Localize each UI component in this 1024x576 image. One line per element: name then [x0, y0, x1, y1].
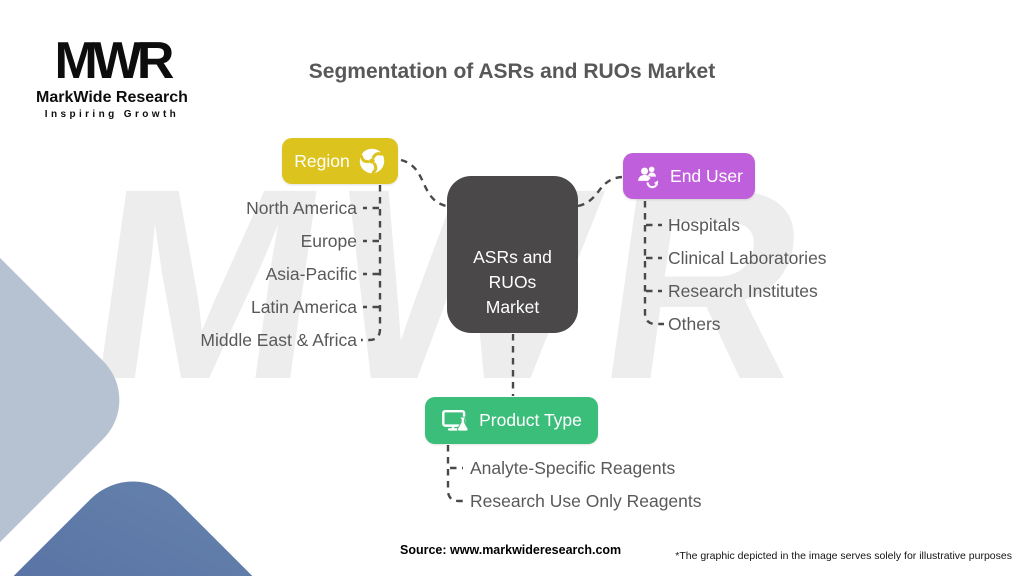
connector-enduser-spine	[643, 201, 664, 326]
product-type-label: Product Type	[479, 410, 582, 430]
disclaimer-note: *The graphic depicted in the image serve…	[675, 550, 1012, 562]
logo-name: MarkWide Research	[36, 88, 188, 106]
source-credit: Source: www.markwideresearch.com	[400, 543, 622, 557]
markwide-logo: MWR MarkWide Research Inspiring Growth	[30, 34, 194, 120]
logo-tagline: Inspiring Growth	[44, 108, 180, 120]
region-item-list: North America Europe Asia-Pacific Latin …	[200, 192, 357, 357]
central-market-label: ASRs and RUOs Market	[473, 247, 552, 317]
connector-region-spine	[361, 185, 382, 342]
end-user-label: End User	[670, 165, 743, 186]
connector-product-spine	[446, 445, 464, 503]
list-item: North America	[246, 198, 357, 218]
list-item: Asia-Pacific	[265, 264, 357, 284]
list-item: Analyte-Specific Reagents	[470, 458, 676, 478]
branch-node-product-type: Product Type	[425, 397, 598, 444]
end-user-item-list: Hospitals Clinical Laboratories Research…	[668, 209, 827, 341]
region-label: Region	[294, 150, 350, 171]
list-item: Europe	[300, 231, 357, 251]
list-item: Middle East & Africa	[200, 330, 357, 350]
connector-region-to-center	[400, 158, 447, 208]
globe-icon	[358, 147, 386, 175]
list-item: Latin America	[250, 297, 357, 317]
branch-node-end-user: End User	[623, 153, 755, 199]
list-item: Clinical Laboratories	[668, 248, 827, 268]
list-item: Others	[668, 314, 721, 334]
list-item: Research Institutes	[668, 281, 818, 301]
users-sync-icon	[635, 163, 662, 190]
product-type-item-list: Analyte-Specific Reagents Research Use O…	[470, 452, 702, 518]
logo-monogram: MWR	[54, 32, 175, 90]
list-item: Research Use Only Reagents	[470, 491, 702, 511]
central-market-node: ASRs and RUOs Market	[447, 176, 578, 333]
branch-node-region: Region	[282, 138, 398, 184]
page-title: Segmentation of ASRs and RUOs Market	[308, 60, 716, 83]
connector-center-to-enduser	[577, 175, 623, 208]
list-item: Hospitals	[668, 215, 740, 235]
monitor-flask-icon	[441, 406, 471, 436]
